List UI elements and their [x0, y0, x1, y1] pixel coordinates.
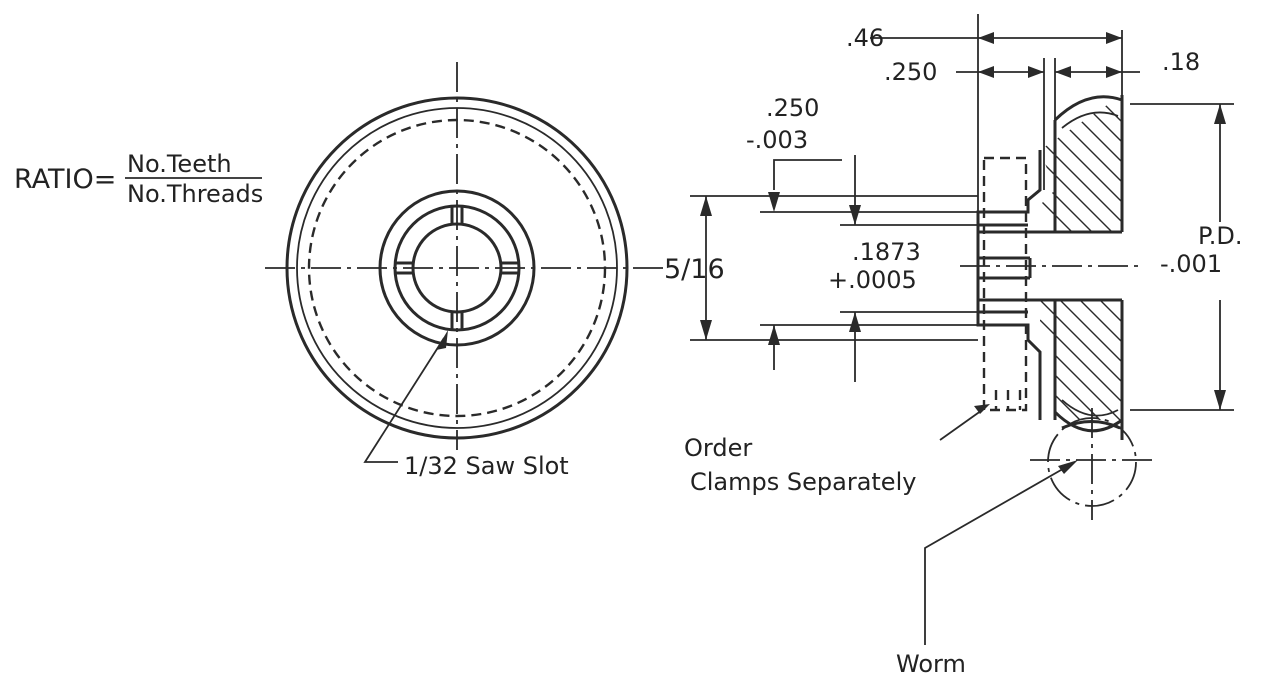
ratio-prefix: RATIO=: [14, 164, 116, 195]
bore: [978, 230, 1122, 302]
pd-tolerance: -.001: [1160, 250, 1222, 278]
clamp-screw-hidden: [994, 390, 1022, 410]
bore-label: 5/16: [664, 254, 725, 285]
ratio-formula: RATIO= No.Teeth No.Threads: [14, 150, 263, 208]
worm-label: Worm: [896, 650, 966, 678]
hub: [976, 150, 1042, 420]
worm: [1030, 408, 1158, 520]
dimension-hub-width: [956, 58, 1140, 190]
side-view: Worm Order Clamps Separately .46 .25: [664, 14, 1242, 678]
pd-label: P.D.: [1198, 222, 1242, 250]
dim-hub-label: .250: [884, 58, 937, 86]
clamps-label-line1: Order: [684, 434, 752, 462]
hub-tol-minus: -.003: [746, 126, 808, 154]
dimension-bore-overall: [690, 195, 978, 341]
dim-overall-label: .46: [846, 24, 884, 52]
dimension-hub-diameter: [760, 159, 1028, 370]
dim-face-label: .18: [1162, 48, 1200, 76]
dimension-pitch-diameter: [1130, 103, 1234, 411]
clamps-label-line2: Clamps Separately: [690, 468, 916, 496]
bore-tol-plus: +.0005: [828, 266, 917, 294]
bore-tol-value: .1873: [852, 238, 921, 266]
saw-slot-label: 1/32 Saw Slot: [404, 452, 569, 480]
section-hatching-bottom: [1040, 300, 1122, 420]
saw-slot-leader: [363, 330, 448, 463]
clamps-leader: [939, 404, 990, 441]
ratio-numerator: No.Teeth: [127, 150, 232, 178]
clamp-hidden: [982, 156, 1028, 412]
ratio-denominator: No.Threads: [127, 180, 263, 208]
worm-leader: [924, 460, 1078, 645]
saw-slots: [395, 206, 519, 330]
dimension-bore-tolerance: [840, 155, 978, 382]
front-view: 1/32 Saw Slot: [265, 62, 665, 480]
hub-tol-value: .250: [766, 94, 819, 122]
dimension-overall: [870, 14, 1123, 212]
